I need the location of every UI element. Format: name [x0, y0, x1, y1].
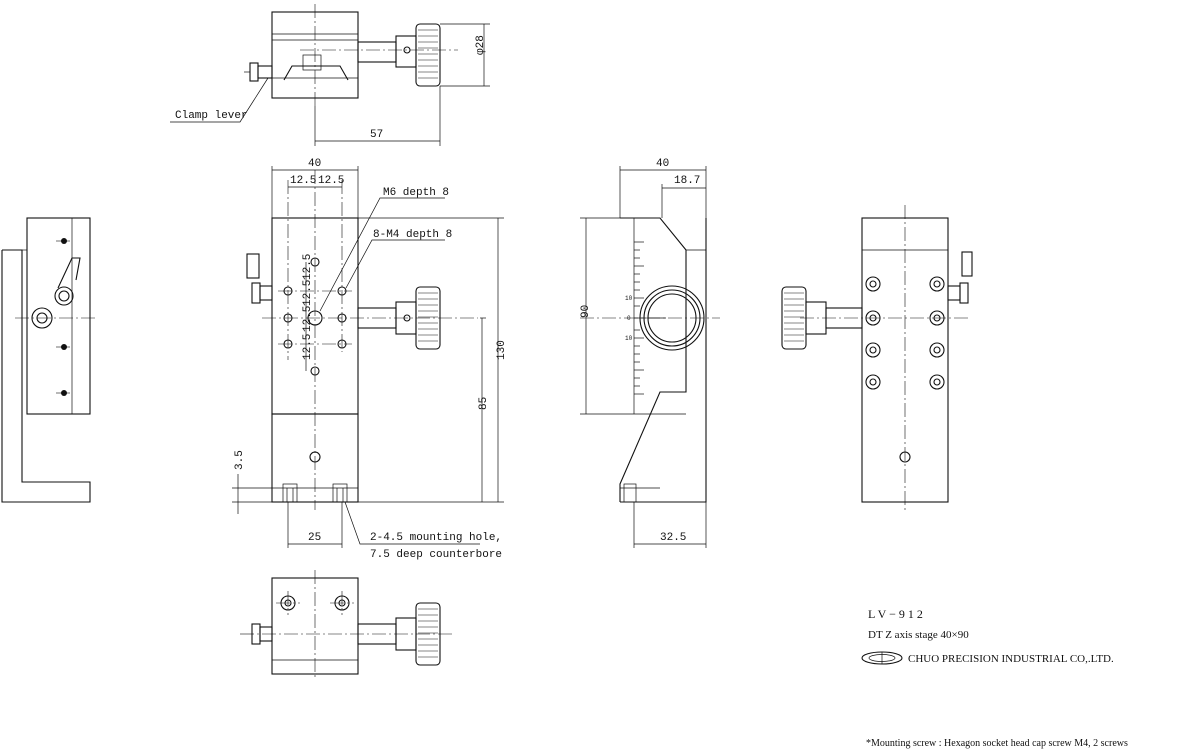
- scale-tick-0: 0: [627, 315, 631, 322]
- pitch-label-3: 12.5: [302, 306, 314, 332]
- top-view: φ28 57 Clamp lever: [170, 4, 490, 146]
- dim-57: 57: [370, 129, 383, 141]
- title-block: L V − 9 1 2 DT Z axis stage 40×90 CHUO P…: [861, 607, 1114, 665]
- dim-40-front: 40: [308, 158, 321, 170]
- scale-tick-10-bottom: 10: [625, 335, 633, 342]
- mount-hole-label-1: 2-4.5 mounting hole,: [370, 532, 502, 544]
- clamp-lever-label: Clamp lever: [175, 110, 248, 122]
- dim-32-5: 32.5: [660, 532, 686, 544]
- mounting-screw-note: *Mounting screw : Hexagon socket head ca…: [866, 738, 1128, 749]
- mount-hole-label-2: 7.5 deep counterbore: [370, 549, 502, 561]
- stage-description: DT Z axis stage 40×90: [868, 629, 969, 641]
- scale-tick-10-top: 10: [625, 295, 633, 302]
- model-number: L V − 9 1 2: [868, 607, 923, 621]
- rear-view: [781, 205, 973, 510]
- dim-85: 85: [478, 397, 490, 410]
- dim-130: 130: [496, 340, 508, 360]
- company-logo: [861, 651, 903, 665]
- m6-depth-label: M6 depth 8: [383, 187, 449, 199]
- dim-18-7: 18.7: [674, 175, 700, 187]
- pitch-label-1: 12.5: [302, 254, 314, 280]
- company-name: CHUO PRECISION INDUSTRIAL CO,.LTD.: [908, 653, 1114, 665]
- dim-3-5: 3.5: [234, 450, 246, 470]
- bottom-view: [240, 570, 455, 680]
- dim-12-5-right: 12.5: [318, 175, 344, 187]
- dim-90: 90: [580, 305, 592, 318]
- pitch-label-4: 12.5: [302, 334, 314, 360]
- dim-phi28: φ28: [475, 35, 487, 55]
- dim-40-side: 40: [656, 158, 669, 170]
- pitch-label-2: 12.5: [302, 280, 314, 306]
- left-side-view: [1, 217, 96, 503]
- front-view: 40 12.5 12.5 12.5 12.5 12.5 12.5 M6 dept…: [232, 158, 508, 561]
- m4-depth-label: 8-M4 depth 8: [373, 229, 452, 241]
- dim-12-5-left: 12.5: [290, 175, 316, 187]
- scale-side-view: 10 0 10 40 18.7 90 32.5: [580, 158, 720, 548]
- dim-25: 25: [308, 532, 321, 544]
- scale-ticks: [634, 241, 646, 395]
